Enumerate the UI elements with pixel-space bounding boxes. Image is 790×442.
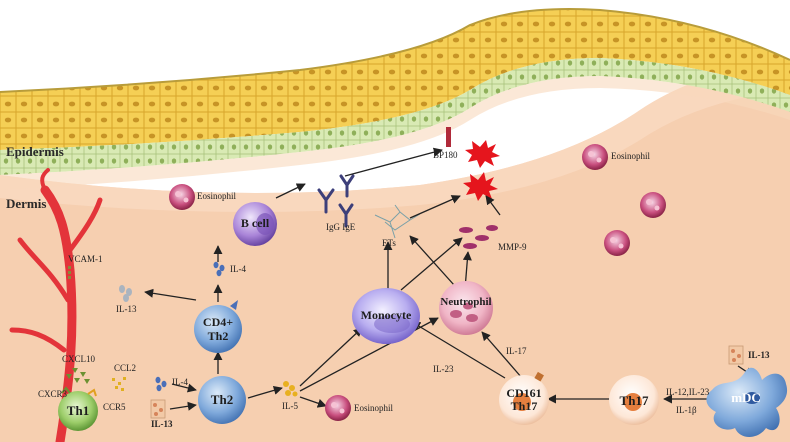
neutrophil-cell (439, 281, 493, 335)
ccr5-label: CCR5 (103, 402, 126, 412)
il13-mdc-label: IL-13 (748, 350, 770, 360)
bp180-label: BP180 (433, 150, 458, 160)
th2-cell (198, 376, 246, 424)
eosinophil-label-upper-left: Eosinophil (197, 191, 237, 201)
il4-th2-label: IL-4 (172, 377, 188, 387)
cd161-th17-cell (499, 371, 549, 425)
il4-bcell-label: IL-4 (230, 264, 246, 274)
eosinophil-lower (325, 395, 351, 421)
eosinophil-label-upper-right: Eosinophil (611, 151, 651, 161)
eosinophil-upper-left (169, 184, 195, 210)
mdc-label: mDC (731, 390, 761, 405)
eosinophil-label-lower: Eosinophil (354, 403, 394, 413)
cxcl10-triangles (66, 368, 90, 384)
antibodies (317, 174, 355, 228)
ccl2-label: CCL2 (114, 363, 137, 373)
cxcl10-label: CXCL10 (62, 354, 96, 364)
damage-burst-bp180 (465, 140, 500, 168)
il4-vesicles-th2 (155, 376, 167, 392)
cxcr3-label: CXCR3 (38, 389, 68, 399)
eosinophil-upper-right (582, 144, 608, 170)
il13-box-mdc (728, 345, 744, 365)
il13-vessel-label: IL-13 (116, 304, 137, 314)
il4-vesicles-bcell (213, 261, 225, 277)
eosinophil-right-2 (604, 230, 630, 256)
epidermis-layer (0, 9, 790, 150)
il13-box-th2 (150, 399, 166, 419)
monocyte-label: Monocyte (360, 308, 412, 322)
il5-label: IL-5 (282, 401, 298, 411)
cd4-th2-label: CD4+ Th2 (202, 315, 234, 343)
vcam1-marker (68, 266, 71, 279)
il17-label: IL-17 (506, 346, 527, 356)
eosinophil-right-1 (640, 192, 666, 218)
vcam1-label: VCAM-1 (68, 254, 103, 264)
b-cell-label: B cell (240, 216, 270, 230)
cd161-th17-label: CD161 Th17 (506, 386, 542, 413)
damage-burst-dermis (463, 172, 498, 201)
igg-ige-label: IgG IgE (326, 222, 356, 232)
il13-th2-label: IL-13 (151, 419, 173, 429)
b-cell (233, 202, 277, 246)
il5-vesicles (283, 381, 298, 397)
neutrophil-label: Neutrophil (440, 296, 492, 308)
dermis-label: Dermis (6, 196, 47, 211)
monocyte-cell (352, 288, 420, 344)
il23-label: IL-23 (433, 364, 454, 374)
basal-layer (0, 58, 790, 175)
th17-label: Th17 (619, 393, 649, 408)
il1b-label: IL-1β (676, 405, 697, 415)
bp180-receptor (446, 127, 451, 147)
ets-net (374, 204, 421, 239)
il12-il23-label: IL-12,IL-23 (666, 387, 710, 397)
ets-label: ETs (382, 238, 396, 248)
th2-label: Th2 (210, 392, 234, 407)
mdc-cell (706, 367, 788, 437)
mmp9-label: MMP-9 (498, 242, 527, 252)
th17-cell (609, 375, 659, 425)
epidermis-label: Epidermis (6, 144, 64, 159)
th1-cell (58, 386, 98, 431)
th1-label: Th1 (66, 403, 90, 418)
cd4-th2-cell (194, 300, 242, 353)
ccl2-dots (112, 377, 126, 391)
mmp9-particles (459, 225, 498, 249)
il13-vesicles-vessel (119, 285, 132, 302)
